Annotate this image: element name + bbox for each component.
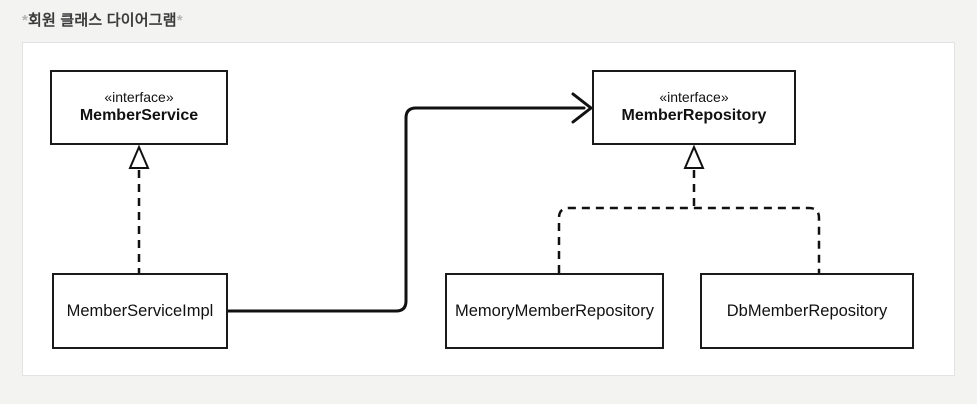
- realization-branch-repositories: [557, 206, 821, 273]
- class-name-label: MemoryMemberRepository: [455, 301, 654, 320]
- class-name-label: MemberServiceImpl: [66, 301, 214, 320]
- hollow-triangle-icon-memberrepository: [683, 144, 705, 169]
- edges-layer: [128, 92, 821, 313]
- stereotype-label: «interface»: [659, 88, 729, 105]
- title-text: 회원 클래스 다이어그램: [28, 12, 177, 29]
- class-box-memory-member-repository: MemoryMemberRepository: [445, 273, 664, 349]
- class-name-label: MemberRepository: [621, 107, 767, 125]
- class-box-db-member-repository: DbMemberRepository: [700, 273, 914, 349]
- title-asterisk-right: *: [176, 12, 183, 29]
- class-box-member-service-impl: MemberServiceImpl: [52, 273, 228, 349]
- class-box-member-service: «interface» MemberService: [50, 70, 228, 145]
- title-asterisk-left: *: [22, 12, 29, 29]
- class-name-label: DbMemberRepository: [726, 301, 888, 320]
- stereotype-label: «interface»: [104, 88, 174, 105]
- open-arrowhead-icon: [571, 92, 594, 124]
- diagram-canvas: «interface» MemberService «interface» Me…: [22, 42, 955, 376]
- class-box-member-repository: «interface» MemberRepository: [592, 70, 796, 145]
- page-title: *회원 클래스 다이어그램*: [22, 9, 183, 30]
- class-name-label: MemberService: [79, 107, 199, 125]
- association-edge-memberserviceimpl-memberrepository: [226, 106, 586, 313]
- hollow-triangle-icon-memberservice: [128, 144, 150, 169]
